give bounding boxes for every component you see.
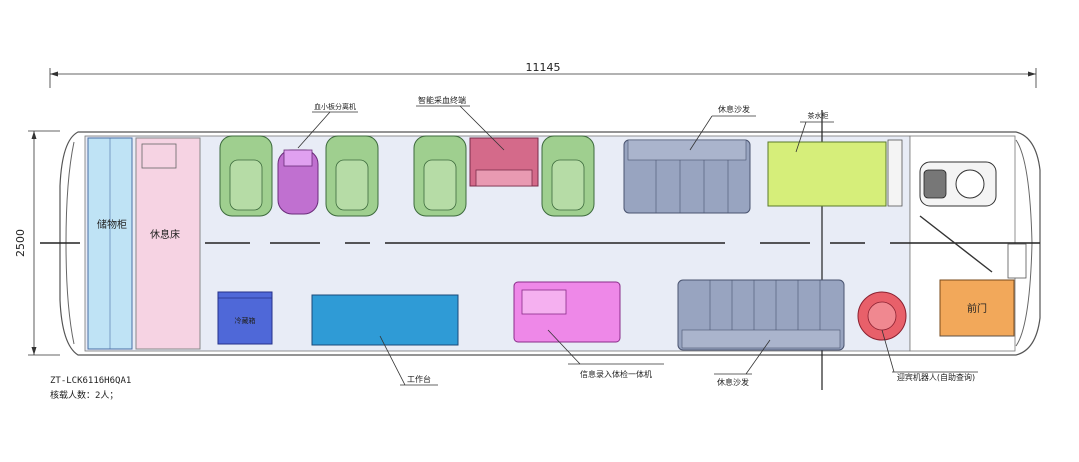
info-label: 信息录入体检一体机: [580, 369, 652, 379]
robot-label: 迎宾机器人(自助查询): [897, 372, 975, 382]
fridge-label: 冷藏箱: [235, 316, 256, 325]
tea-leader: [795, 121, 807, 153]
donor-chair: [413, 135, 467, 217]
cabinet-label: 储物柜: [97, 218, 127, 231]
rest-bed: [135, 137, 201, 350]
sofa-bottom-back: [681, 329, 841, 349]
donor-chair: [325, 135, 379, 217]
bed-label: 休息床: [150, 228, 180, 241]
info-machine-screen: [521, 289, 567, 315]
robot-head: [867, 301, 897, 331]
platelet-leader: [297, 111, 331, 149]
driver-seat: [919, 161, 997, 207]
front-door: [939, 279, 1015, 337]
platelet-label: 血小板分离机: [314, 102, 356, 111]
model-code: ZT-LCK6116H6QA1: [50, 376, 132, 386]
sofa-top-seams: [655, 160, 729, 213]
sofa-top-label: 休息沙发: [718, 104, 750, 114]
platelet-panel: [283, 149, 313, 167]
sofa-top-leader: [689, 115, 713, 151]
bed-pillow: [141, 143, 177, 169]
workbench-leader: [379, 335, 406, 386]
capacity-note: 核载人数：2人；: [50, 391, 119, 401]
blood-fridge: [217, 291, 273, 345]
blood-terminal-base: [475, 169, 533, 187]
terminal-leader: [459, 105, 505, 151]
workbench: [311, 294, 459, 346]
length-dimension: [49, 68, 1037, 88]
donor-chair: [541, 135, 595, 217]
step-box: [1007, 243, 1027, 279]
sofa-top-back: [627, 139, 747, 161]
handrail: [919, 215, 993, 273]
workbench-label: 工作台: [407, 374, 431, 384]
sofa-bottom-leader: [745, 339, 771, 375]
cab-partition: [887, 139, 903, 207]
width-dimension: [28, 130, 60, 356]
length-value: 11145: [526, 61, 561, 74]
info-leader: [547, 329, 581, 365]
width-value: 2500: [14, 229, 27, 257]
robot-leader: [881, 329, 895, 373]
donor-chair: [219, 135, 273, 217]
sofa-bottom-seams: [709, 280, 821, 330]
sofa-bottom-label: 休息沙发: [717, 377, 749, 387]
front-door-label: 前门: [967, 302, 987, 315]
tea-label: 茶水柜: [808, 111, 829, 120]
tea-cabinet: [767, 141, 887, 207]
terminal-label: 智能采血终端: [418, 95, 466, 105]
